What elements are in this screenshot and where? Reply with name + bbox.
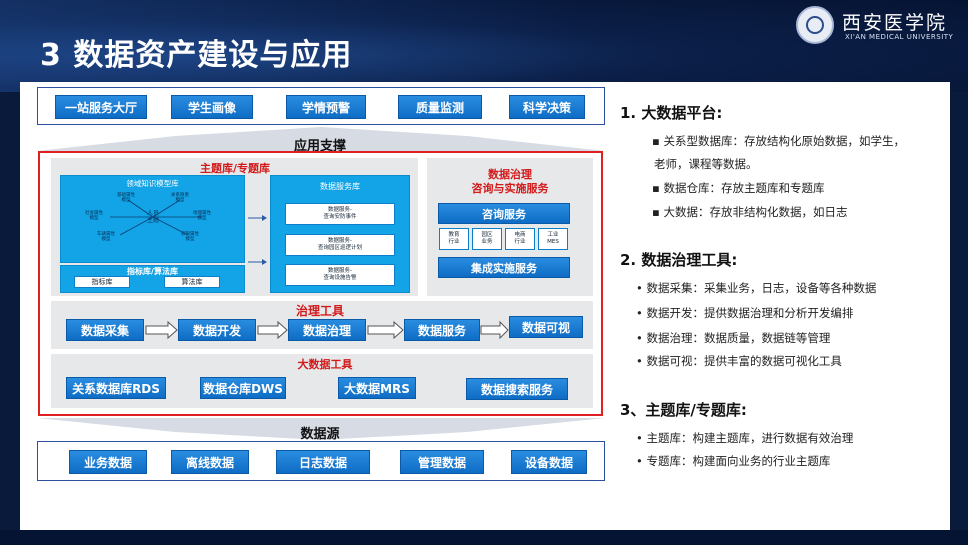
core-platform-frame	[38, 151, 603, 416]
source-business: 业务数据	[69, 450, 147, 474]
footer-strip	[0, 530, 968, 545]
app-one-stop-hall: 一站服务大厅	[55, 95, 147, 119]
tool-data-development: 数据开发	[178, 319, 256, 341]
integration-service: 集成实施服务	[438, 257, 570, 278]
notes-section-1-item-2: ▪ 数据仓库：存放主题库和专题库	[652, 181, 825, 195]
gov-tools-label: 治理工具	[295, 304, 344, 318]
domain-model-block	[60, 175, 245, 263]
notes-section-2-item-1: • 数据采集：采集业务，日志，设备等各种数据	[636, 281, 877, 295]
consult-service: 咨询服务	[438, 203, 570, 224]
domain-node-basic: 基础属性 模型	[117, 193, 135, 203]
page-title: 3 数据资产建设与应用	[40, 38, 353, 73]
domain-node-permission: 权限属性 模型	[181, 232, 199, 242]
notes-section-3-title: 3、主题库/专题库:	[620, 401, 747, 419]
university-name-cn: 西安医学院	[842, 12, 948, 34]
university-logo-icon	[796, 6, 834, 44]
theme-db-label: 主题库/专题库	[199, 162, 271, 175]
bigdata-tools-label: 大数据工具	[297, 358, 353, 371]
domain-node-geo: 地理属性 模型	[193, 211, 211, 221]
source-log: 日志数据	[276, 450, 370, 474]
industry-education: 教育 行业	[439, 228, 469, 250]
notes-section-2-item-4: • 数据可视：提供丰富的数据可视化工具	[636, 354, 842, 368]
indicator-item-metrics: 指标库	[74, 276, 130, 288]
indicator-item-algorithms: 算法库	[164, 276, 220, 288]
app-quality-monitoring: 质量监测	[398, 95, 482, 119]
domain-node-vehicle: 车辆属性 模型	[97, 232, 115, 242]
app-student-profile: 学生画像	[171, 95, 253, 119]
flow-arrows-icon	[145, 320, 509, 340]
notes-section-1-item-3: ▪ 大数据：存放非结构化数据，如日志	[652, 205, 848, 219]
tool-data-search: 数据搜索服务	[466, 378, 568, 400]
tool-dws: 数据仓库DWS	[200, 377, 286, 399]
university-name-en: XI'AN MEDICAL UNIVERSITY	[845, 33, 954, 41]
industry-mes: 工业 MES	[538, 228, 568, 250]
notes-section-2-item-2: • 数据开发：提供数据治理和分析开发编排	[636, 306, 854, 320]
industry-park: 园区 业务	[472, 228, 502, 250]
center-node: 人员 主题	[146, 210, 159, 224]
notes-section-3-item-1: • 主题库：构建主题库，进行数据有效治理	[636, 431, 854, 445]
tool-mrs: 大数据MRS	[338, 377, 416, 399]
source-offline: 离线数据	[171, 450, 249, 474]
source-device: 设备数据	[511, 450, 587, 474]
notes-section-2-title: 2. 数据治理工具:	[620, 251, 738, 269]
notes-section-1-item-1: ▪ 关系型数据库：存放结构化原始数据，如学生，	[652, 134, 905, 148]
tool-data-governance: 数据治理	[288, 319, 366, 341]
app-scientific-decision: 科学决策	[509, 95, 585, 119]
domain-links	[110, 199, 202, 236]
support-label: 应用支撑	[293, 139, 346, 154]
notes-section-2-item-3: • 数据治理：数据质量，数据链等管理	[636, 331, 831, 345]
indicator-label: 指标库/算法库	[127, 267, 178, 276]
data-service-item-3: 数据服务- 查询设施告警	[285, 264, 395, 286]
data-service-item-1: 数据服务- 查询安防事件	[285, 203, 395, 225]
notes-section-1-title: 1. 大数据平台:	[620, 104, 723, 122]
app-learning-warning: 学情预警	[286, 95, 366, 119]
source-label: 数据源	[300, 427, 340, 442]
governance-consult-label: 数据治理 咨询与实施服务	[471, 168, 549, 195]
tool-rds: 关系数据库RDS	[66, 377, 166, 399]
arrow-right-icon	[248, 215, 267, 265]
data-service-item-2: 数据服务- 查询园区巡逻计划	[285, 234, 395, 256]
support-arrow-icon	[37, 127, 605, 151]
industry-ecommerce: 电商 行业	[505, 228, 535, 250]
notes-section-1-item-1b: 老师，课程等数据。	[654, 157, 758, 171]
tool-data-collection: 数据采集	[66, 319, 144, 341]
domain-node-relation: 关系隐患 模型	[171, 193, 189, 203]
source-arrow-icon	[37, 418, 605, 440]
domain-model-label: 领域知识模型库	[126, 179, 179, 188]
domain-node-social: 社会属性 模型	[85, 211, 103, 221]
tool-data-service: 数据服务	[404, 319, 480, 341]
data-service-label: 数据服务库	[320, 182, 360, 191]
tool-data-visualization: 数据可视	[509, 316, 583, 338]
notes-section-3-item-2: • 专题库：构建面向业务的行业主题库	[636, 454, 831, 468]
source-management: 管理数据	[400, 450, 484, 474]
